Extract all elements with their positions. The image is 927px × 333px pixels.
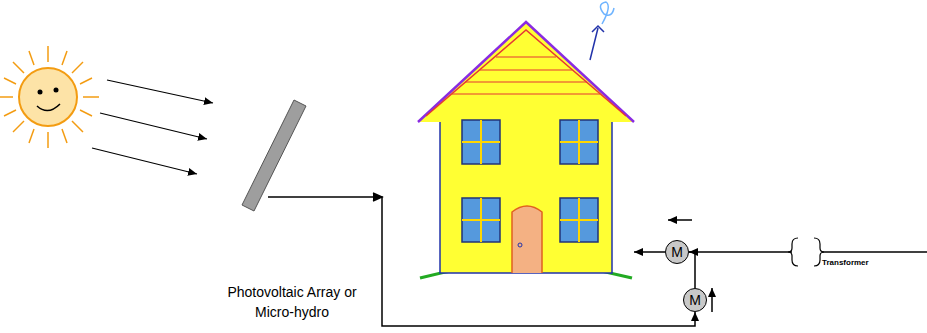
meter-label: M [671, 244, 683, 260]
meter-circle: M [665, 240, 689, 264]
power-wire [689, 252, 695, 288]
meter-label: M [689, 292, 701, 308]
flow-arrow [668, 219, 692, 221]
roof [418, 22, 634, 122]
smoke [600, 2, 614, 24]
panel-lead [268, 196, 370, 198]
sun [0, 46, 99, 148]
transformer-label: Transformer [822, 258, 869, 267]
flow-arrow [711, 288, 713, 312]
sun-disc [19, 68, 77, 126]
meter-circle: M [683, 288, 707, 312]
chimney-arrow [590, 26, 604, 60]
pv-array: Photovoltaic Array or Micro-hydro [214, 95, 370, 322]
door [512, 206, 542, 273]
transformer-bracket [788, 238, 824, 266]
power-wire [370, 197, 695, 326]
house-wall [440, 105, 612, 273]
node-label: Photovoltaic Array or Micro-hydro [214, 282, 370, 322]
light-arrows [92, 80, 213, 174]
